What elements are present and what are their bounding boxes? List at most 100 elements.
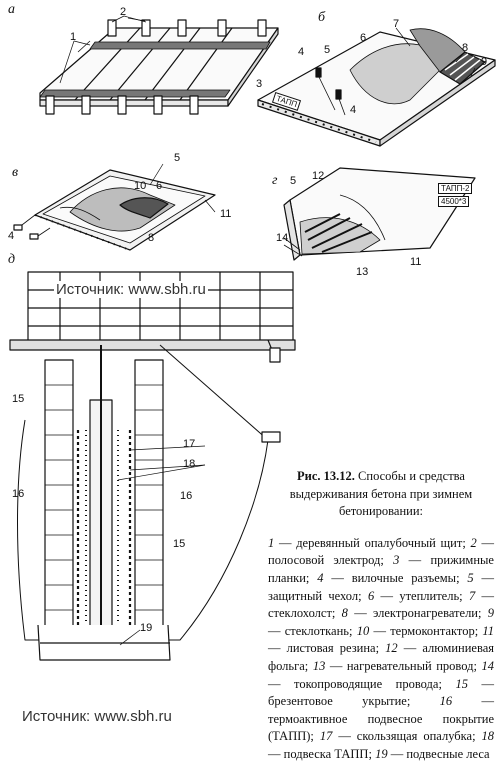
callout-number: 19: [140, 622, 153, 634]
legend-entry: 16 — термоактивное подвесное покрытие (Т…: [268, 694, 494, 743]
callout-number: 9: [481, 56, 488, 68]
legend-text: — термоактивное подвесное покрытие (ТАПП…: [268, 694, 495, 744]
legend-number: 5: [467, 570, 474, 585]
legend-number: 16: [439, 694, 453, 709]
callout-number: 5: [290, 175, 297, 187]
legend-text: — стеклохолст;: [268, 588, 495, 621]
legend-text: — токопроводящие провода;: [268, 676, 442, 691]
figure-number: Рис. 13.12.: [297, 469, 355, 483]
legend-entry: 9 — стеклоткань;: [268, 606, 494, 638]
panel-letter-g: г: [272, 173, 278, 188]
legend-number: 12: [385, 641, 398, 656]
legend-number: 15: [455, 676, 468, 691]
panel-g-plate-2: 4500*3: [438, 196, 470, 207]
legend-number: 3: [393, 553, 400, 568]
legend-number: 18: [481, 729, 495, 744]
legend-number: 4: [317, 570, 324, 585]
legend-entry: 11 — листовая резина;: [268, 624, 494, 656]
callout-number: 4: [8, 230, 15, 242]
legend-number: 19: [375, 746, 388, 761]
panel-letter-a: а: [8, 2, 15, 17]
legend-text: — утеплитель;: [374, 588, 463, 603]
panel-d-slipform: [9, 271, 296, 661]
legend-entry: 6 — утеплитель;: [368, 589, 463, 603]
legend-text: — брезентовое укрытие;: [268, 676, 494, 709]
panel-b-protective-cover: [257, 28, 496, 147]
caption-title-line-3: бетонировании:: [339, 504, 423, 519]
callout-number: 5: [174, 152, 181, 164]
callout-number: 12: [312, 170, 325, 182]
callout-number: 4: [350, 104, 357, 116]
legend-entry: 4 — вилочные разъемы;: [317, 571, 459, 585]
leader-lines: [59, 15, 476, 646]
legend-number: 8: [341, 606, 348, 621]
legend-text: — электронагреватели;: [347, 606, 482, 621]
callout-number: 18: [183, 458, 196, 470]
legend-entry: 19 — подвесные леса: [375, 747, 490, 761]
legend-text: — алюминиевая фольга;: [268, 641, 494, 673]
callout-number: 7: [393, 18, 400, 30]
callout-number: 13: [356, 266, 369, 278]
callout-number: 6: [156, 180, 163, 192]
legend-text: — прижимные планки;: [268, 553, 494, 585]
legend-text: — скользящая опалубка;: [332, 729, 476, 744]
legend-entry: 1 — деревянный опалубочный щит;: [268, 536, 466, 550]
caption-title: Рис. 13.12. Способы и средства выдержива…: [268, 468, 494, 521]
panel-g-foil-cover: [283, 167, 476, 261]
watermark-top: Источник: www.sbh.ru: [54, 281, 208, 298]
callout-number: 8: [462, 42, 469, 54]
callout-number: 3: [256, 78, 263, 90]
legend-number: 14: [481, 658, 495, 673]
legend-number: 10: [356, 623, 370, 638]
legend-text: — термоконтактор;: [369, 623, 479, 638]
callout-number: 15: [173, 538, 186, 550]
caption-title-line-1: Способы и средства: [358, 469, 465, 483]
legend-number: 1: [268, 535, 275, 550]
legend-text: — нагревательный провод;: [325, 658, 477, 673]
legend-text: — подвеска ТАПП;: [268, 746, 372, 761]
panel-a-formwork-shield: [39, 17, 279, 115]
legend-number: 7: [468, 588, 476, 603]
panel-g-plate-1: ТАПП-2: [438, 183, 473, 194]
callout-number: 4: [298, 46, 305, 58]
figure-caption: Рис. 13.12. Способы и средства выдержива…: [268, 468, 494, 764]
callout-number: 11: [220, 208, 232, 220]
callout-number: 15: [12, 393, 25, 405]
callout-number: 10: [134, 180, 147, 192]
legend-text: — листовая резина;: [268, 641, 380, 656]
legend-text: — стеклоткань;: [268, 623, 353, 638]
callout-number: 8: [148, 232, 155, 244]
panel-letter-v: в: [12, 165, 19, 180]
legend-entry: 14 — токопроводящие провода;: [268, 659, 494, 691]
legend-entry: 3 — прижимные планки;: [268, 553, 494, 585]
callout-number: 1: [70, 31, 77, 43]
watermark-bottom: Источник: www.sbh.ru: [22, 708, 172, 725]
legend-entry: 17 — скользящая опалубка;: [320, 729, 476, 743]
callout-number: 14: [276, 232, 289, 244]
callout-number: 2: [120, 6, 127, 18]
legend-entry: 13 — нагревательный провод;: [313, 659, 477, 673]
legend-entry: 5 — защитный чехол;: [268, 571, 494, 603]
legend-number: 13: [312, 658, 326, 673]
callout-number: 17: [183, 438, 196, 450]
legend-entry: 12 — алюминиевая фольга;: [268, 641, 494, 673]
legend-text: — деревянный опалубочный щит;: [274, 535, 466, 550]
panel-letter-d: д: [8, 252, 16, 267]
legend-entry: 8 — электронагреватели;: [342, 606, 482, 620]
legend-number: 17: [319, 729, 333, 744]
legend-number: 2: [470, 535, 477, 550]
legend-entry: 10 — термоконтактор;: [357, 624, 478, 638]
legend-text: — вилочные разъемы;: [323, 570, 460, 585]
legend-number: 6: [367, 588, 375, 603]
legend-entry: 7 — стеклохолст;: [268, 589, 494, 621]
panel-letter-b: б: [318, 10, 326, 25]
caption-legend: 1 — деревянный опалубочный щит; 2 — поло…: [268, 535, 494, 764]
legend-entry: 2 — полосовой электрод;: [268, 536, 494, 568]
callout-number: 6: [360, 32, 367, 44]
callout-number: 11: [410, 256, 422, 268]
legend-text: — защитный чехол;: [268, 570, 495, 603]
legend-text: — полосовой электрод;: [268, 535, 494, 568]
callout-number: 16: [12, 488, 25, 500]
legend-entry: 15 — брезентовое укрытие;: [268, 677, 494, 709]
